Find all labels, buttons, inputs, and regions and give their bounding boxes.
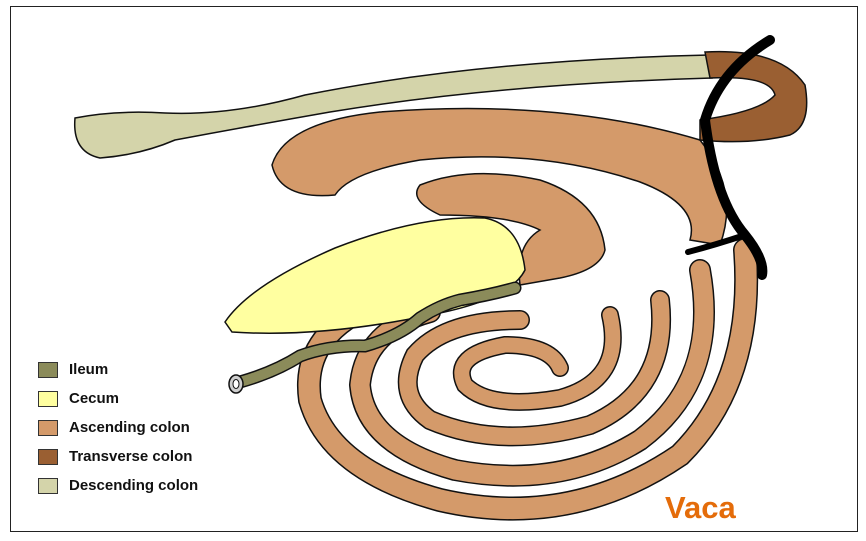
legend-label: Cecum <box>69 390 119 407</box>
legend-swatch-transverse-colon <box>38 449 58 465</box>
legend-swatch-cecum <box>38 391 58 407</box>
legend: Ileum Cecum Ascending colon Transverse c… <box>38 355 198 500</box>
legend-item-ascending-colon: Ascending colon <box>38 413 198 442</box>
legend-item-descending-colon: Descending colon <box>38 471 198 500</box>
legend-label: Ascending colon <box>69 419 190 436</box>
legend-item-ileum: Ileum <box>38 355 198 384</box>
legend-item-transverse-colon: Transverse colon <box>38 442 198 471</box>
legend-label: Ileum <box>69 361 108 378</box>
legend-swatch-descending-colon <box>38 478 58 494</box>
legend-label: Descending colon <box>69 477 198 494</box>
caption: Vaca <box>665 490 736 526</box>
legend-swatch-ileum <box>38 362 58 378</box>
legend-item-cecum: Cecum <box>38 384 198 413</box>
legend-label: Transverse colon <box>69 448 192 465</box>
legend-swatch-ascending-colon <box>38 420 58 436</box>
